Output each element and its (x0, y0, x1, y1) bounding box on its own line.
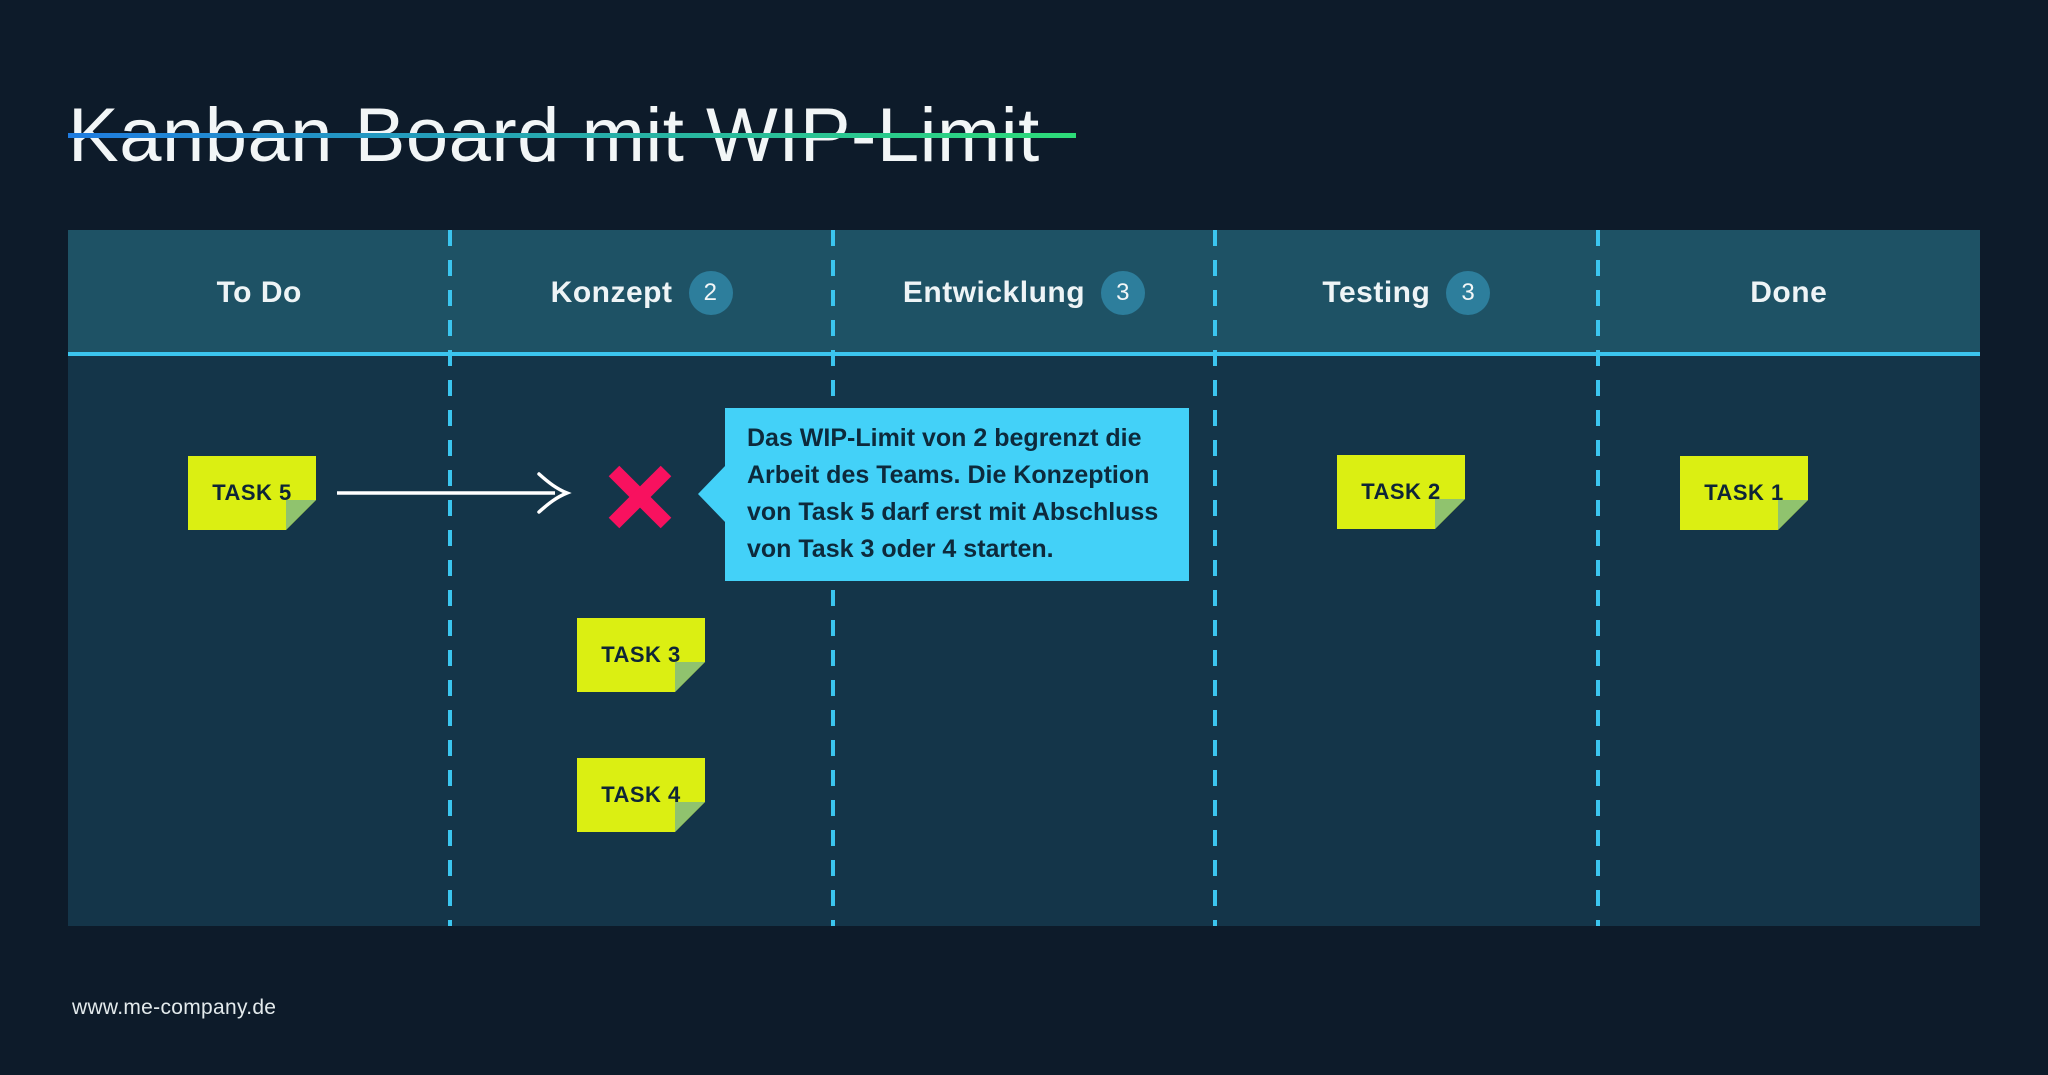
task-label: TASK 2 (1361, 479, 1441, 504)
callout-line: von Task 3 oder 4 starten. (747, 535, 1054, 563)
task-label: TASK 4 (601, 782, 681, 807)
column-label: Done (1750, 276, 1828, 309)
title-underline (68, 133, 1076, 138)
column-label: Entwicklung (902, 276, 1086, 309)
column-header-konzept: Konzept 2 (450, 230, 832, 356)
column-label: To Do (216, 276, 302, 309)
wip-limit-badge: 3 (1101, 271, 1146, 315)
kanban-board: To Do Konzept 2 Entwicklung 3 Testing 3 … (68, 230, 1980, 926)
wip-limit-badge: 2 (688, 271, 733, 315)
board-body: TASK 5 Das WIP-Limit von 2 begrenzt die … (68, 356, 1980, 926)
column-header-testing: Testing 3 (1215, 230, 1597, 356)
note-fold-corner (675, 662, 705, 692)
footer-url: www.me-company.de (72, 996, 277, 1019)
header-separator-line (68, 352, 1980, 356)
callout-line: von Task 5 darf erst mit Abschluss (747, 498, 1159, 526)
wip-limit-callout: Das WIP-Limit von 2 begrenzt die Arbeit … (725, 408, 1189, 581)
callout-line: Das WIP-Limit von 2 begrenzt die (747, 424, 1142, 452)
wip-limit-badge: 3 (1446, 271, 1491, 315)
column-label: Konzept (550, 276, 673, 309)
column-divider (448, 230, 452, 926)
task-note-2: TASK 2 (1337, 455, 1465, 529)
task-label: TASK 3 (601, 642, 681, 667)
note-fold-corner (675, 802, 705, 832)
note-fold-corner (286, 500, 316, 530)
board-header: To Do Konzept 2 Entwicklung 3 Testing 3 … (68, 230, 1980, 356)
arrow-right-icon (337, 472, 572, 514)
note-fold-corner (1778, 500, 1808, 530)
column-divider (1596, 230, 1600, 926)
column-header-entwicklung: Entwicklung 3 (833, 230, 1215, 356)
column-header-todo: To Do (68, 230, 450, 356)
x-mark-icon (608, 465, 672, 529)
callout-line: Arbeit des Teams. Die Konzeption (747, 461, 1150, 489)
column-label: Testing (1322, 276, 1431, 309)
column-divider (1213, 230, 1217, 926)
column-header-done: Done (1598, 230, 1980, 356)
task-label: TASK 1 (1704, 480, 1784, 505)
task-label: TASK 5 (212, 480, 292, 505)
note-fold-corner (1435, 499, 1465, 529)
speech-bubble-tail (698, 465, 726, 523)
task-note-1: TASK 1 (1680, 456, 1808, 530)
task-note-4: TASK 4 (577, 758, 705, 832)
task-note-3: TASK 3 (577, 618, 705, 692)
task-note-5: TASK 5 (188, 456, 316, 530)
